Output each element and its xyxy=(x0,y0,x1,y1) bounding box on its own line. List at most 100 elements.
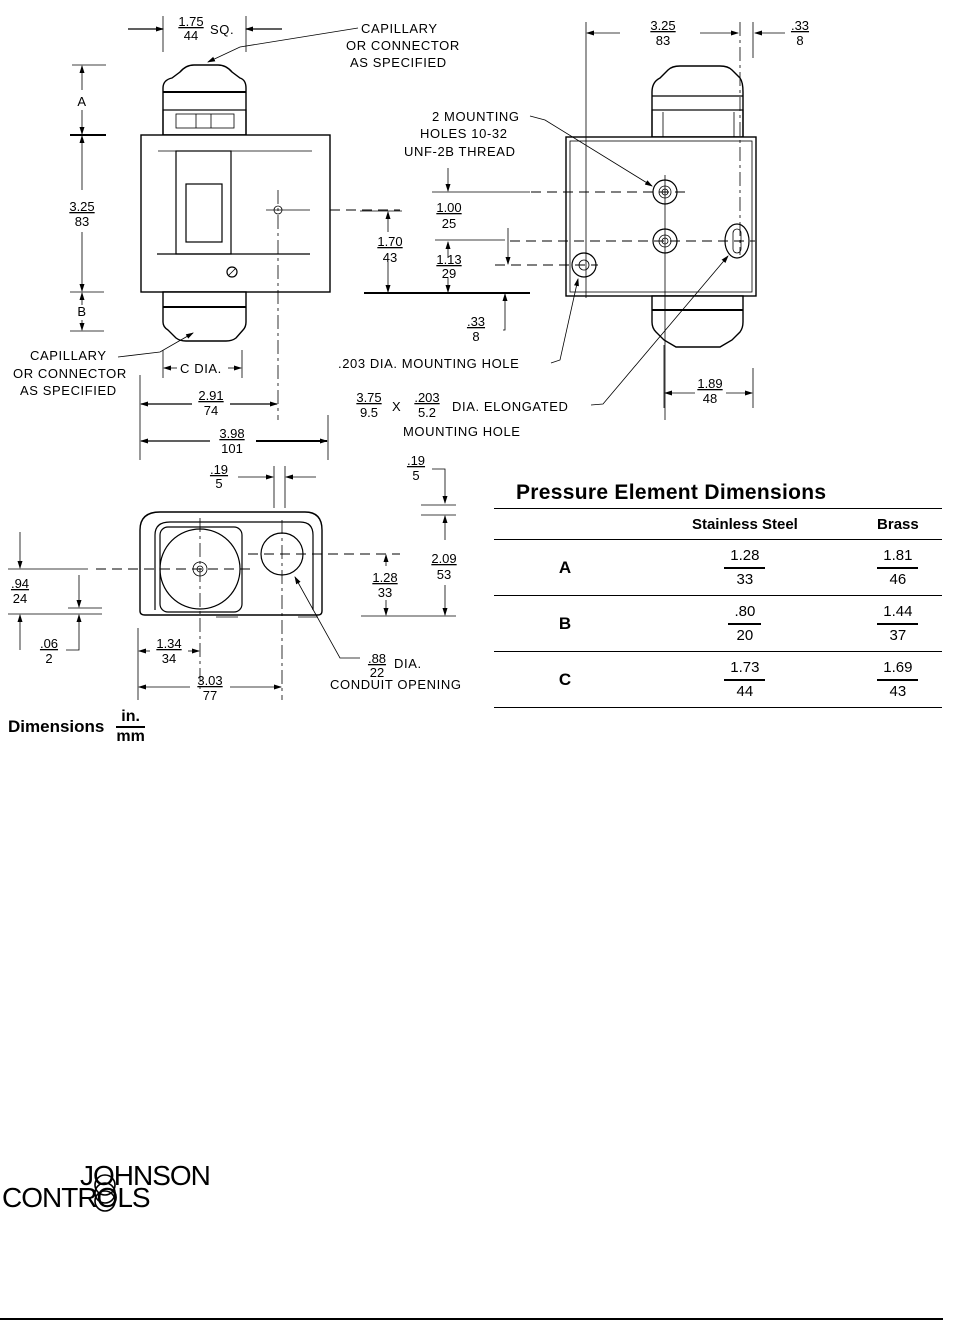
conduit-in: .88 xyxy=(368,651,386,666)
capillary-top-line2: OR CONNECTOR xyxy=(346,38,460,53)
side-view xyxy=(432,22,785,420)
dim-06-in: .06 xyxy=(40,636,58,651)
row-label: B xyxy=(494,595,636,652)
johnson-controls-logo: JOHNSON CONTROLS xyxy=(2,1160,242,1220)
dim-1-13-in: 1.13 xyxy=(436,252,461,267)
dim-body-height-mm: 83 xyxy=(75,214,89,229)
units-inches: in. xyxy=(116,708,145,728)
conduit-mm: 22 xyxy=(370,665,384,680)
units-legend-label: Dimensions xyxy=(8,717,105,736)
elongated-x: X xyxy=(392,399,401,414)
hole-203-label: .203 DIA. MOUNTING HOLE xyxy=(338,356,519,371)
dim-bottom-33-in: .33 xyxy=(467,314,485,329)
dim-gap-19-in: .19 xyxy=(210,462,228,477)
capillary-top-line3: AS SPECIFIED xyxy=(350,55,447,70)
dim-3-98-in: 3.98 xyxy=(219,426,244,441)
dim-2-09-mm: 53 xyxy=(437,567,451,582)
bottom-pressure-element xyxy=(162,291,247,342)
elongated-b-mm: 5.2 xyxy=(418,405,436,420)
cell-mm: 44 xyxy=(736,682,754,700)
cell-in: 1.73 xyxy=(724,657,766,681)
dim-side-width-in: 3.25 xyxy=(650,18,675,33)
dim-top-width-suffix: SQ. xyxy=(210,22,234,37)
dim-body-height-in: 3.25 xyxy=(69,199,94,214)
dim-1-70-mm: 43 xyxy=(383,250,397,265)
dim-2-09-in: 2.09 xyxy=(431,551,456,566)
capillary-bottom-line3: AS SPECIFIED xyxy=(20,383,117,398)
dim-gap-19-right-in: .19 xyxy=(407,453,425,468)
units-mm: mm xyxy=(116,728,145,745)
dim-1-28-in: 1.28 xyxy=(372,570,397,585)
dim-3-03-mm: 77 xyxy=(203,688,217,703)
top-pressure-element xyxy=(162,64,247,136)
dim-2-91-mm: 74 xyxy=(204,403,218,418)
dim-gap-19-right-mm: 5 xyxy=(412,468,419,483)
units-fraction: in. mm xyxy=(116,708,145,746)
cell-mm: 33 xyxy=(736,570,754,588)
capillary-bottom-line1: CAPILLARY xyxy=(30,348,107,363)
dim-1-70-in: 1.70 xyxy=(377,234,402,249)
dim-1-28-mm: 33 xyxy=(378,585,392,600)
cell-in: 1.44 xyxy=(877,601,919,625)
dim-top-width-in: 1.75 xyxy=(178,14,203,29)
dim-gap-19-mm: 5 xyxy=(215,476,222,491)
elongated-text2: MOUNTING HOLE xyxy=(403,424,521,439)
elongated-text: DIA. ELONGATED xyxy=(452,399,569,414)
conduit-suffix: DIA. xyxy=(394,656,422,671)
capillary-bottom-line2: OR CONNECTOR xyxy=(13,366,127,381)
column-header-stainless: Stainless Steel xyxy=(636,508,854,540)
dim-3-03-in: 3.03 xyxy=(197,673,222,688)
elongated-b-in: .203 xyxy=(414,390,439,405)
dim-94-in: .94 xyxy=(11,576,29,591)
bottom-view xyxy=(8,466,456,700)
dim-a-label: A xyxy=(77,94,86,109)
row-label: A xyxy=(494,539,636,596)
dim-1-89-in: 1.89 xyxy=(697,376,722,391)
elongated-a-in: 3.75 xyxy=(356,390,381,405)
cell-in: .80 xyxy=(728,601,762,625)
conduit-text: CONDUIT OPENING xyxy=(330,677,462,692)
logo-rings-icon xyxy=(94,1174,116,1212)
dim-side-offset-in: .33 xyxy=(791,18,809,33)
dim-3-98-mm: 101 xyxy=(221,441,243,456)
logo-line-controls: CONTROLS xyxy=(2,1182,151,1213)
capillary-top-line1: CAPILLARY xyxy=(361,21,438,36)
dim-1-13-mm: 29 xyxy=(442,266,456,281)
dim-94-mm: 24 xyxy=(13,591,27,606)
dim-06-mm: 2 xyxy=(45,651,52,666)
cell-in: 1.69 xyxy=(877,657,919,681)
dim-c-dia: C DIA. xyxy=(180,361,222,376)
table-header-row: Stainless Steel Brass xyxy=(494,508,942,540)
dim-1-34-in: 1.34 xyxy=(156,636,181,651)
column-header xyxy=(494,508,636,540)
cell-mm: 37 xyxy=(889,626,907,644)
dim-bottom-33-mm: 8 xyxy=(472,329,479,344)
footer-rule xyxy=(0,1318,943,1320)
pressure-element-table: Pressure Element Dimensions Stainless St… xyxy=(494,478,942,708)
labels: 1.75 44 SQ. CAPILLARY OR CONNECTOR AS SP… xyxy=(11,14,809,703)
mounting-holes-line1: 2 MOUNTING xyxy=(432,109,520,124)
cell-in: 1.28 xyxy=(724,545,766,569)
cell-mm: 46 xyxy=(889,570,907,588)
table-title: Pressure Element Dimensions xyxy=(516,481,827,504)
dim-top-width-mm: 44 xyxy=(184,28,198,43)
row-label: C xyxy=(494,651,636,708)
cell-mm: 20 xyxy=(736,626,754,644)
mounting-holes-line3: UNF-2B THREAD xyxy=(404,144,516,159)
elongated-a-mm: 9.5 xyxy=(360,405,378,420)
dim-1-34-mm: 34 xyxy=(162,651,176,666)
cell-in: 1.81 xyxy=(877,545,919,569)
dim-1-00-in: 1.00 xyxy=(436,200,461,215)
dim-b-label: B xyxy=(77,304,86,319)
mounting-holes-line2: HOLES 10-32 xyxy=(420,126,508,141)
